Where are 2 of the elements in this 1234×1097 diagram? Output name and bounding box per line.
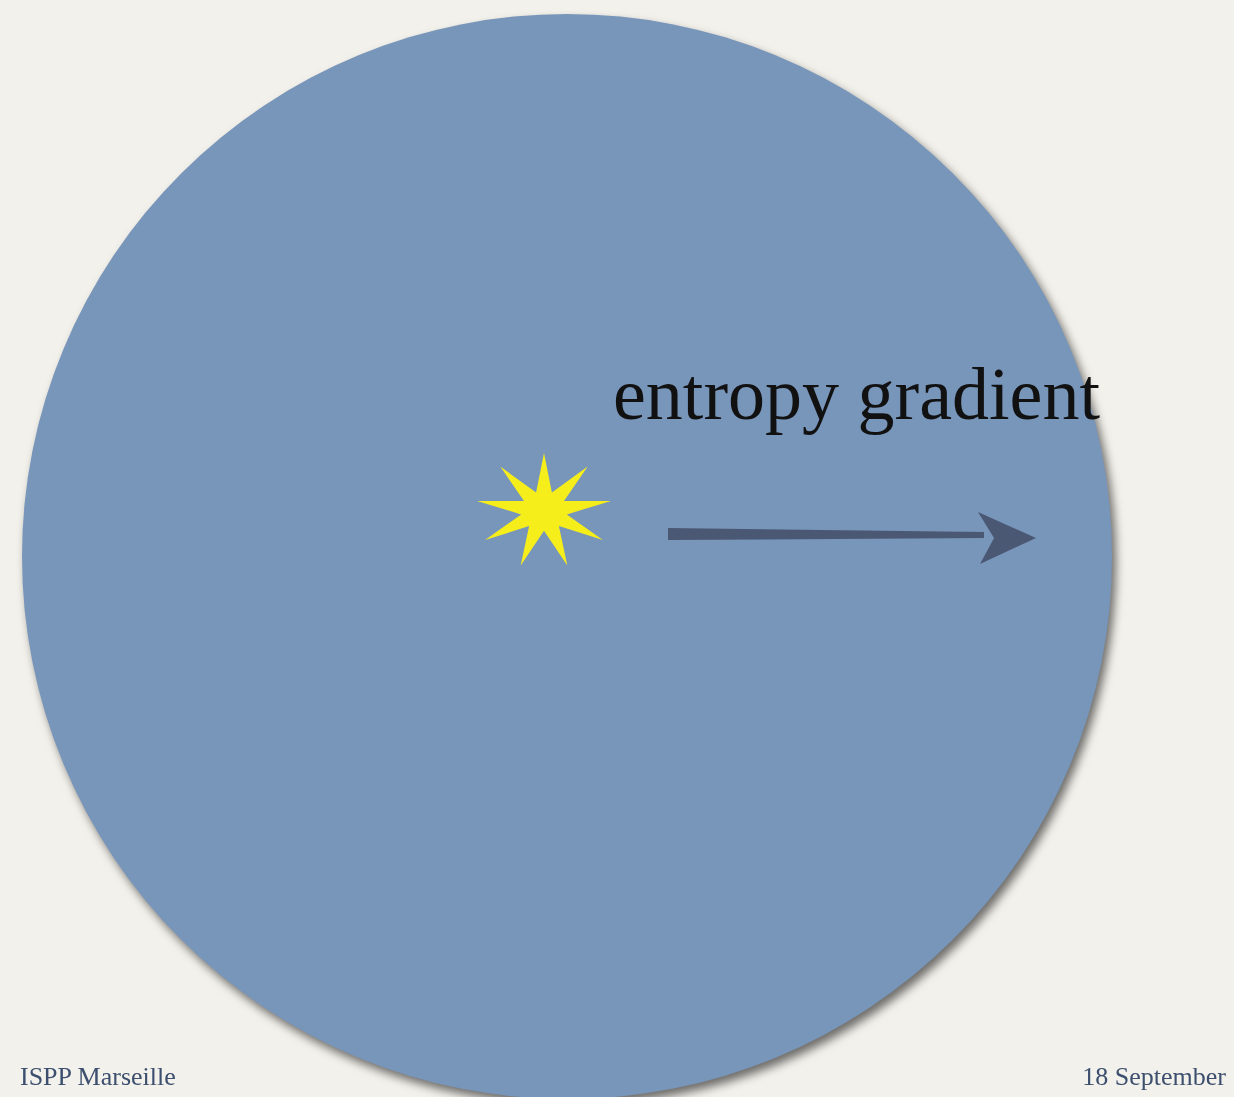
footer-text: ISPP Marseille bbox=[20, 1062, 176, 1092]
footer-text: 18 September bbox=[1082, 1062, 1226, 1092]
